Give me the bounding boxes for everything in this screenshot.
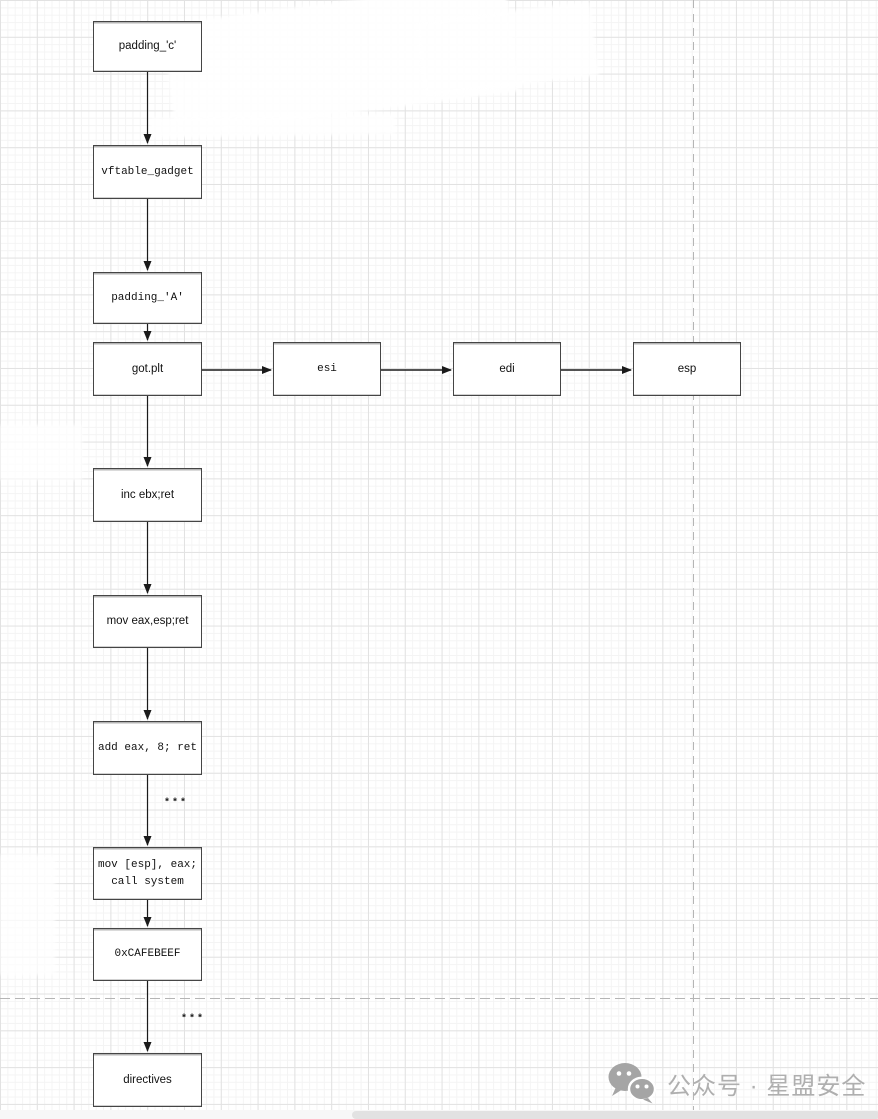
node-padding-c[interactable]: padding_'c': [93, 21, 202, 72]
node-padding-A[interactable]: padding_'A': [93, 272, 202, 324]
node-vftable-gadget[interactable]: vftable_gadget: [93, 145, 202, 199]
ellipsis-label-bottom: ***: [181, 1014, 206, 1025]
node-add-eax-8-ret[interactable]: add eax, 8; ret: [93, 721, 202, 775]
node-directives[interactable]: directives: [93, 1053, 202, 1107]
grid-artifact: [0, 425, 82, 480]
node-mov-eax-esp-ret[interactable]: mov eax,esp;ret: [93, 595, 202, 648]
node-0xcafebeef[interactable]: 0xCAFEBEEF: [93, 928, 202, 981]
node-esp[interactable]: esp: [633, 342, 741, 396]
node-mov-esp-eax-call-system[interactable]: mov [esp], eax; call system: [93, 847, 202, 900]
node-got-plt[interactable]: got.plt: [93, 342, 202, 396]
ellipsis-label-top: ***: [164, 798, 189, 809]
horizontal-scrollbar-track[interactable]: [0, 1110, 878, 1119]
node-inc-ebx-ret[interactable]: inc ebx;ret: [93, 468, 202, 522]
grid-artifact: [0, 855, 55, 975]
watermark: 公众号 · 星盟安全: [606, 1062, 866, 1104]
horizontal-scrollbar-thumb[interactable]: [352, 1111, 878, 1119]
watermark-text: 公众号 · 星盟安全: [667, 1072, 867, 1100]
node-edi[interactable]: edi: [453, 342, 561, 396]
node-esi[interactable]: esi: [273, 342, 381, 396]
wechat-icon: [608, 1063, 657, 1104]
grid-artifact: [149, 113, 396, 139]
